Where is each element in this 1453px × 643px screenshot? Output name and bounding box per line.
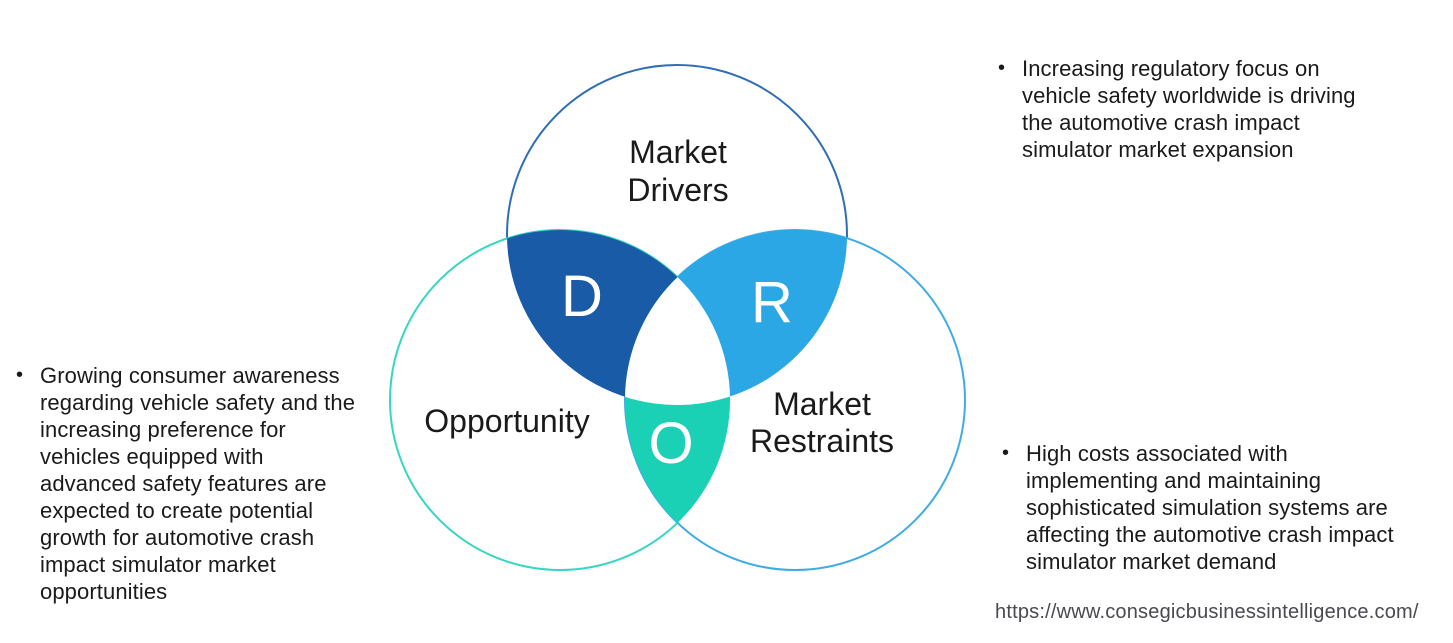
restraint-note-text: High costs associated with implementing … (1026, 440, 1394, 575)
drivers-letter: D (561, 264, 603, 329)
note-line: simulator market demand (1026, 549, 1277, 574)
bullet-dot: • (1002, 442, 1010, 464)
restraints-letter: R (751, 270, 793, 335)
opportunity-note: • Growing consumer awareness regarding v… (16, 362, 355, 605)
note-line: growth for automotive crash (40, 525, 315, 550)
note-line: vehicle safety worldwide is driving (1022, 83, 1356, 108)
bullet-dot: • (998, 57, 1006, 79)
note-line: Increasing regulatory focus on (1022, 56, 1320, 81)
restraints-label-line2: Restraints (750, 423, 894, 459)
note-line: affecting the automotive crash impact (1026, 522, 1394, 547)
note-line: vehicles equipped with (40, 444, 264, 469)
opportunity-letter: O (648, 411, 693, 476)
note-line: regarding vehicle safety and the (40, 390, 356, 415)
note-line: opportunities (40, 579, 168, 604)
restraints-label-line1: Market (773, 386, 871, 422)
driver-note: • Increasing regulatory focus on vehicle… (998, 55, 1356, 163)
note-line: Growing consumer awareness (40, 363, 340, 388)
note-line: simulator market expansion (1022, 137, 1294, 162)
note-line: impact simulator market (40, 552, 276, 577)
note-line: increasing preference for (40, 417, 286, 442)
note-line: sophisticated simulation systems are (1026, 495, 1388, 520)
note-line: implementing and maintaining (1026, 468, 1322, 493)
note-line: High costs associated with (1026, 441, 1288, 466)
triple-intersection (625, 277, 730, 406)
drivers-label-line1: Market (629, 134, 727, 170)
drivers-label-line2: Drivers (627, 172, 728, 208)
bullet-dot: • (16, 364, 24, 386)
note-line: the automotive crash impact (1022, 110, 1300, 135)
driver-note-text: Increasing regulatory focus on vehicle s… (1022, 55, 1356, 163)
opportunity-note-text: Growing consumer awareness regarding veh… (40, 362, 355, 605)
note-line: expected to create potential (40, 498, 314, 523)
source-url: https://www.consegicbusinessintelligence… (995, 601, 1419, 623)
opportunity-label: Opportunity (424, 403, 589, 439)
restraint-note: • High costs associated with implementin… (1002, 440, 1394, 575)
note-line: advanced safety features are (40, 471, 327, 496)
